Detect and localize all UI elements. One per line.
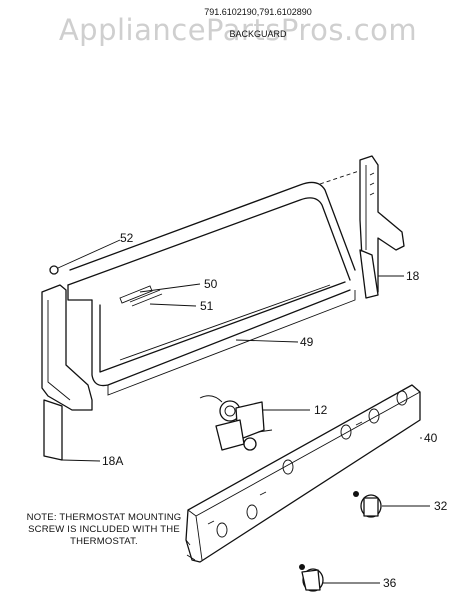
backguard-panel	[67, 169, 363, 396]
note-line-3: THERMOSTAT.	[70, 536, 138, 547]
model-numbers: 791.6102190,791.6102890	[204, 7, 312, 17]
left-end-cap	[41, 265, 93, 461]
callout-50: 50	[204, 277, 218, 291]
right-end-cap	[359, 155, 405, 299]
watermark: AppliancePartsPros.com	[59, 13, 417, 47]
control-panel-40	[185, 384, 421, 563]
knob-32	[353, 491, 382, 518]
callout-12: 12	[314, 403, 328, 417]
callout-32: 32	[434, 499, 448, 513]
callout-52: 52	[120, 231, 134, 245]
leader-52	[57, 239, 121, 269]
leader-51	[149, 303, 197, 307]
callout-40: 40	[424, 431, 438, 445]
callout-36: 36	[383, 576, 397, 590]
note-line-1: NOTE: THERMOSTAT MOUNTING	[26, 512, 182, 523]
leader-50	[139, 283, 201, 293]
knob-36	[299, 564, 324, 592]
callout-51: 51	[200, 299, 214, 313]
callout-49: 49	[300, 335, 314, 349]
callout-18: 18	[406, 269, 420, 283]
thermostat-note: NOTE: THERMOSTAT MOUNTING SCREW IS INCLU…	[4, 512, 204, 548]
thermostat-12	[199, 395, 273, 451]
note-line-2: SCREW IS INCLUDED WITH THE	[28, 524, 180, 535]
leader-49	[235, 339, 299, 343]
callout-18a: 18A	[102, 454, 123, 468]
section-title: BACKGUARD	[229, 29, 287, 39]
screw-52	[49, 265, 59, 275]
leader-18a	[61, 459, 101, 462]
